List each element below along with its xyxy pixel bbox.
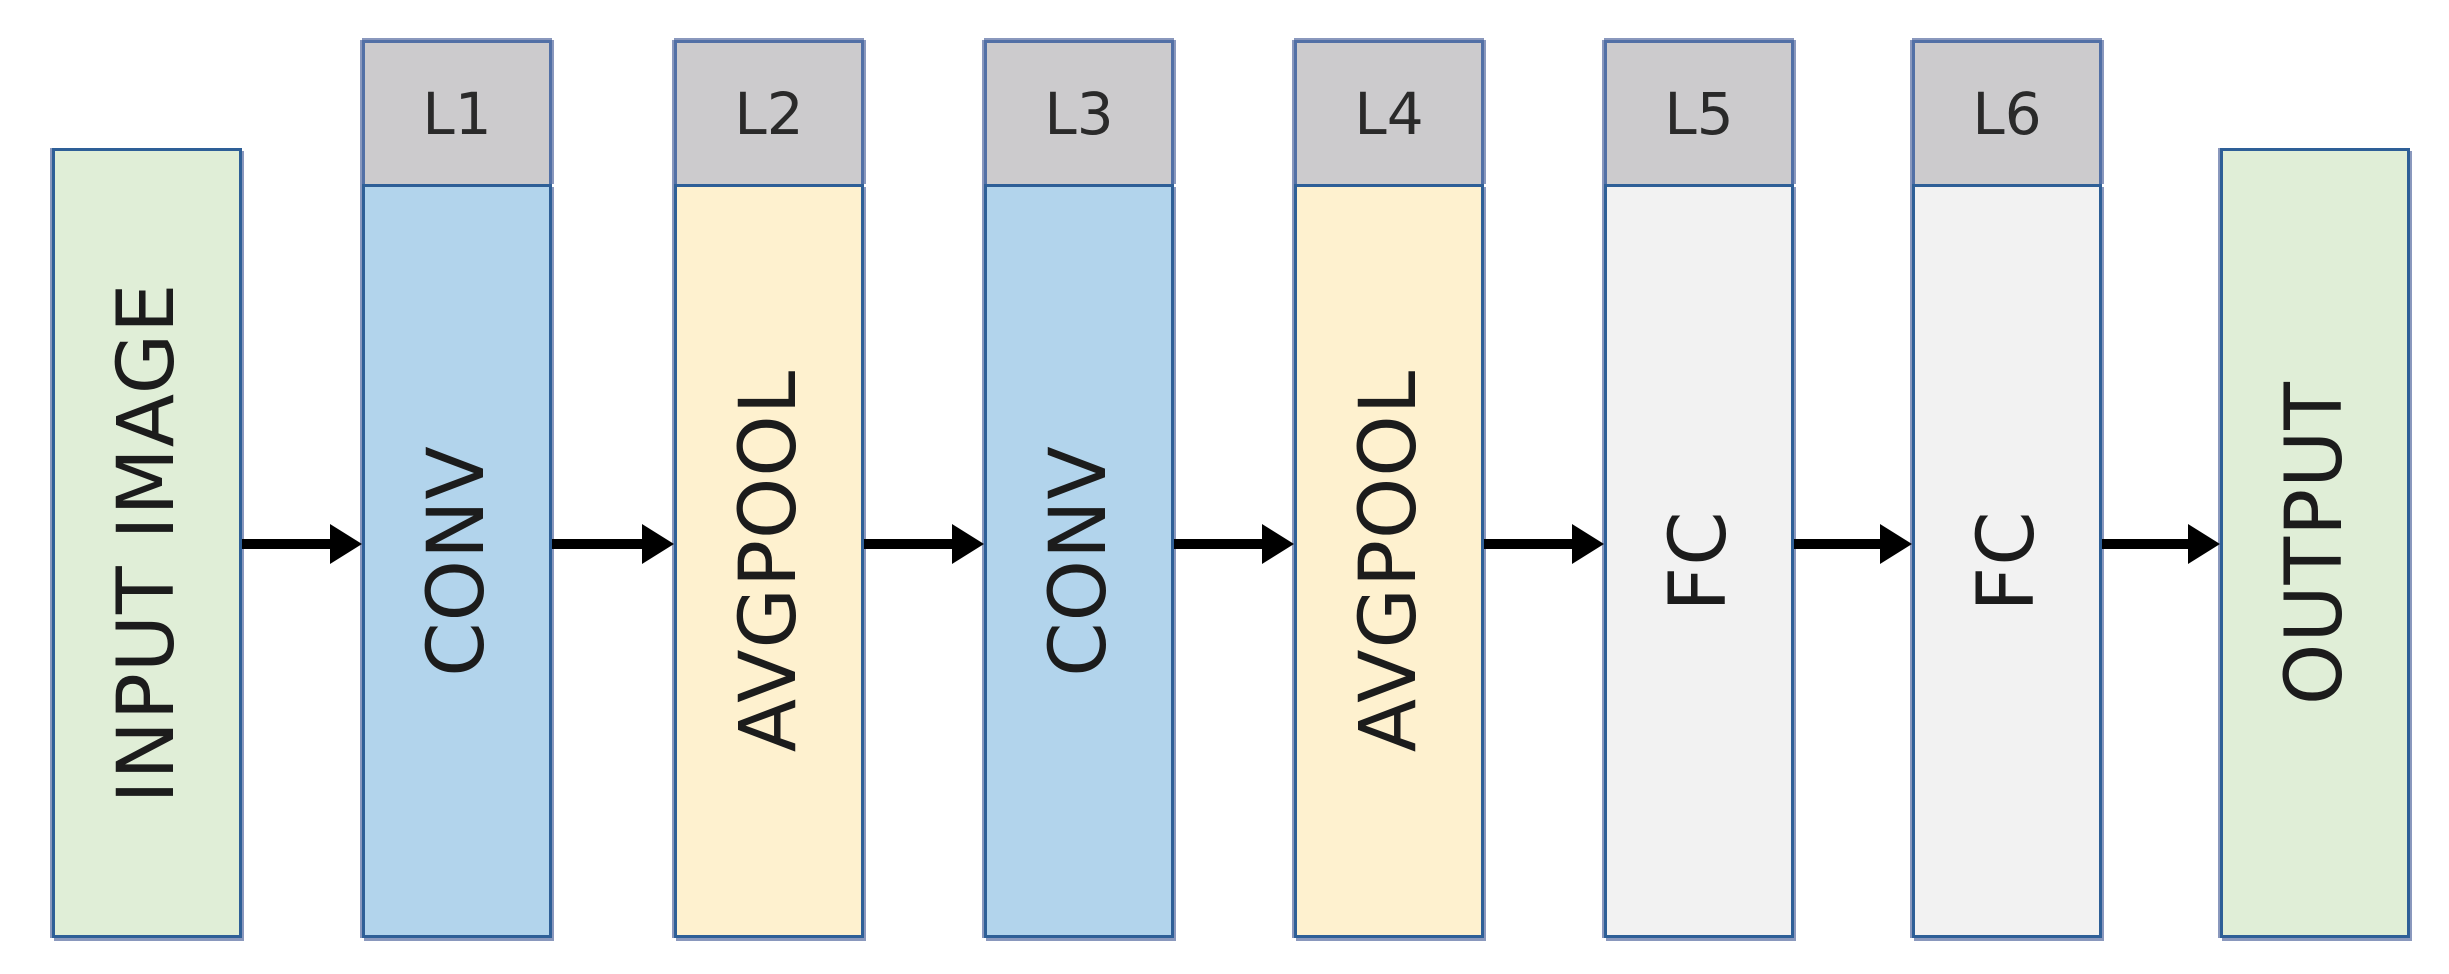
layer-l5-label: FC	[1654, 510, 1744, 612]
layer-l1-conv-block: CONV	[362, 184, 552, 938]
arrow-l5-to-l6	[1794, 524, 1912, 564]
arrow-l1-to-l2	[552, 524, 674, 564]
layer-l3-conv-block: CONV	[984, 184, 1174, 938]
layer-l1-label: CONV	[412, 445, 502, 677]
layer-l4-avgpool-block: AVGPOOL	[1294, 184, 1484, 938]
layer-l2-avgpool-block: AVGPOOL	[674, 184, 864, 938]
arrow-l3-to-l4	[1174, 524, 1294, 564]
layer-l3-header: L3	[984, 40, 1174, 184]
layer-l3-label: CONV	[1034, 445, 1124, 677]
arrow-l2-to-l3	[864, 524, 984, 564]
layer-l1-header: L1	[362, 40, 552, 184]
layer-l5-header: L5	[1604, 40, 1794, 184]
layer-l2-label: AVGPOOL	[724, 369, 814, 753]
layer-l2-header: L2	[674, 40, 864, 184]
input-image-label: INPUT IMAGE	[102, 282, 192, 804]
layer-l5-fc-block: FC	[1604, 184, 1794, 938]
layer-l4-header: L4	[1294, 40, 1484, 184]
layer-l4-label: AVGPOOL	[1344, 369, 1434, 753]
arrow-input-to-l1	[242, 524, 362, 564]
output-label: OUTPUT	[2270, 381, 2360, 705]
output-block: OUTPUT	[2220, 148, 2410, 938]
layer-l6-label: FC	[1962, 510, 2052, 612]
input-image-block: INPUT IMAGE	[52, 148, 242, 938]
layer-l6-header: L6	[1912, 40, 2102, 184]
layer-l6-fc-block: FC	[1912, 184, 2102, 938]
arrow-l6-to-output	[2102, 524, 2220, 564]
arrow-l4-to-l5	[1484, 524, 1604, 564]
